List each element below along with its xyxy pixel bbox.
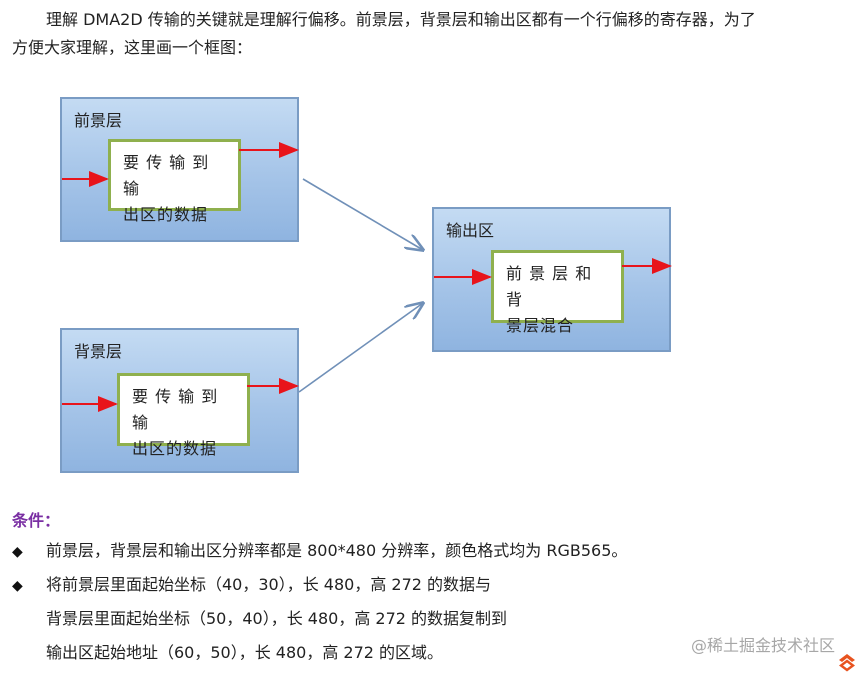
background-data-line-2: 出区的数据	[132, 439, 218, 458]
foreground-data-line-2: 出区的数据	[123, 205, 209, 224]
condition-item-2: ◆ 将前景层里面起始坐标（40，30），长 480，高 272 的数据与	[12, 570, 491, 601]
output-data-box: 前 景 层 和 背 景层混合	[491, 250, 624, 335]
watermark-text: @稀土掘金技术社区	[690, 636, 835, 655]
foreground-data-box: 要 传 输 到 输 出区的数据	[108, 139, 241, 224]
intro-line-2: 方便大家理解，这里画一个框图：	[12, 38, 253, 57]
output-data-line-1: 前 景 层 和 背	[506, 264, 593, 309]
foreground-data-line-1: 要 传 输 到 输	[123, 153, 210, 198]
condition-2-line-3: 输出区起始地址（60，50），长 480，高 272 的区域。	[46, 643, 444, 662]
background-layer-box: 背景层 要 传 输 到 输 出区的数据	[60, 328, 299, 473]
diamond-bullet-icon: ◆	[12, 544, 23, 560]
conditions-title: 条件：	[12, 511, 61, 530]
juejin-logo-icon	[839, 654, 855, 672]
background-to-output-arrow	[298, 303, 423, 393]
condition-1-text: 前景层，背景层和输出区分辨率都是 800*480 分辨率，颜色格式均为 RGB5…	[46, 541, 628, 560]
background-data-box: 要 传 输 到 输 出区的数据	[117, 373, 250, 458]
foreground-to-output-arrow	[302, 178, 423, 250]
output-region-box: 输出区 前 景 层 和 背 景层混合	[432, 207, 671, 352]
foreground-layer-title: 前景层	[74, 111, 123, 130]
intro-line-1: 理解 DMA2D 传输的关键就是理解行偏移。前景层，背景层和输出区都有一个行偏移…	[46, 10, 756, 29]
diamond-bullet-icon: ◆	[12, 578, 23, 594]
output-region-title: 输出区	[446, 221, 495, 240]
background-layer-title: 背景层	[74, 342, 123, 361]
condition-2-line-2: 背景层里面起始坐标（50，40），长 480，高 272 的数据复制到	[46, 609, 508, 628]
background-data-line-1: 要 传 输 到 输	[132, 387, 219, 432]
condition-2-line-1: 将前景层里面起始坐标（40，30），长 480，高 272 的数据与	[46, 575, 492, 594]
foreground-layer-box: 前景层 要 传 输 到 输 出区的数据	[60, 97, 299, 242]
output-data-line-2: 景层混合	[506, 316, 575, 335]
intro-paragraph: 理解 DMA2D 传输的关键就是理解行偏移。前景层，背景层和输出区都有一个行偏移…	[12, 6, 832, 62]
condition-item-1: ◆ 前景层，背景层和输出区分辨率都是 800*480 分辨率，颜色格式均为 RGB…	[12, 536, 627, 567]
